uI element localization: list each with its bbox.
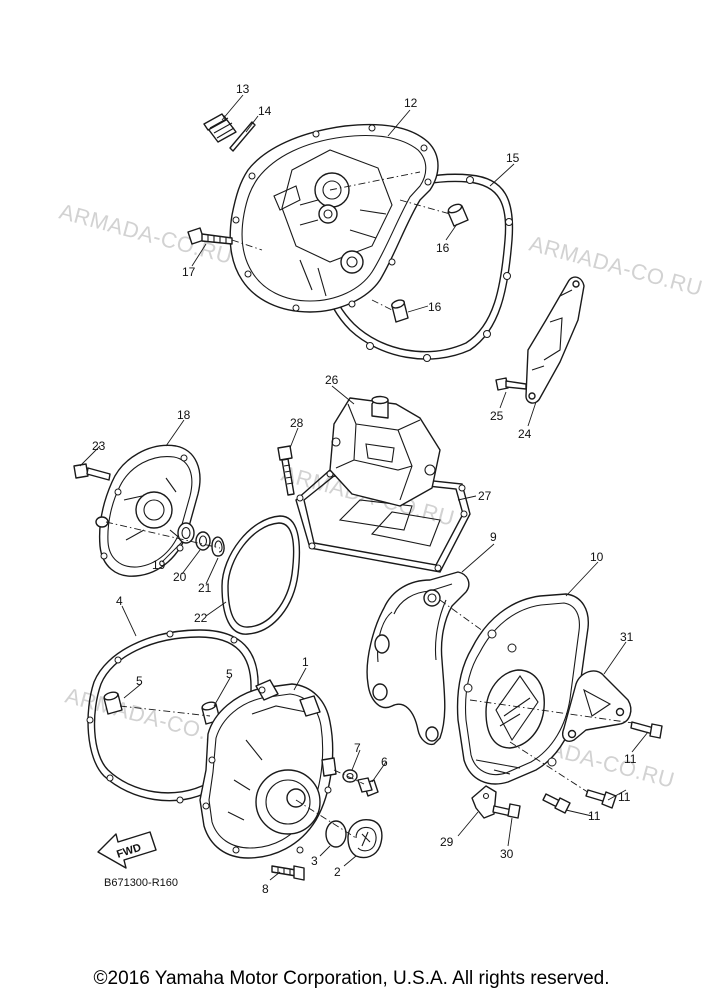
watermark: ARMADA-CO.RU xyxy=(57,199,236,269)
shift-guide-9[interactable] xyxy=(366,571,470,746)
callout-10: 10 xyxy=(590,550,604,564)
callout-16-upper: 16 xyxy=(436,241,450,255)
callout-25: 25 xyxy=(490,409,504,423)
callout-17: 17 xyxy=(182,265,196,279)
callout-14: 14 xyxy=(258,104,272,118)
callout-23: 23 xyxy=(92,439,106,453)
callout-numbers: 13 14 12 15 16 16 17 24 25 26 28 27 18 2… xyxy=(92,82,637,896)
o-ring-14[interactable] xyxy=(229,121,256,152)
bolt-11-lower[interactable] xyxy=(542,793,571,814)
callout-26: 26 xyxy=(325,373,339,387)
callout-30: 30 xyxy=(500,847,514,861)
bolt-8[interactable] xyxy=(271,865,305,881)
callout-28: 28 xyxy=(290,416,304,430)
callout-8: 8 xyxy=(262,882,269,896)
bolt-25[interactable] xyxy=(495,377,527,391)
callout-1: 1 xyxy=(302,655,309,669)
callout-7: 7 xyxy=(354,741,361,755)
callout-2: 2 xyxy=(334,865,341,879)
callout-6: 6 xyxy=(381,755,388,769)
callout-18: 18 xyxy=(177,408,191,422)
bolt-6[interactable] xyxy=(357,777,379,797)
callout-29: 29 xyxy=(440,835,454,849)
callout-31: 31 xyxy=(620,630,634,644)
bolt-17[interactable] xyxy=(187,227,233,245)
watermark: ARMADA-CO.RU xyxy=(527,231,703,301)
callout-24: 24 xyxy=(518,427,532,441)
callout-16-lower: 16 xyxy=(428,300,442,314)
gasket-22[interactable] xyxy=(221,515,301,635)
bolt-11-upper[interactable] xyxy=(630,721,663,739)
circlip-21[interactable] xyxy=(211,536,225,557)
bolt-23[interactable] xyxy=(73,463,111,481)
callout-4: 4 xyxy=(116,594,123,608)
callout-11-lower: 11 xyxy=(588,809,601,823)
bracket-31[interactable] xyxy=(562,670,632,742)
callout-13: 13 xyxy=(236,82,250,96)
callout-11-middle: 11 xyxy=(618,790,631,804)
callout-27: 27 xyxy=(478,489,492,503)
callout-20: 20 xyxy=(173,570,187,584)
callout-5-left: 5 xyxy=(136,674,143,688)
bolt-30[interactable] xyxy=(492,803,521,819)
dowel-pin-5-left[interactable] xyxy=(103,691,123,715)
oil-filler-plug-13[interactable] xyxy=(203,113,237,143)
bolt-28[interactable] xyxy=(277,445,295,496)
callout-21: 21 xyxy=(198,581,212,595)
generator-cover-1[interactable] xyxy=(199,679,337,859)
o-ring-3[interactable] xyxy=(325,820,347,848)
plug-2[interactable] xyxy=(347,819,383,859)
drawing-code: B671300-R160 xyxy=(104,877,178,889)
callout-15: 15 xyxy=(506,151,520,165)
callout-22: 22 xyxy=(194,611,208,625)
callout-5-right: 5 xyxy=(226,667,233,681)
washer-20[interactable] xyxy=(195,531,211,551)
forward-direction-arrow: FWD xyxy=(97,831,157,869)
bolt-11-middle[interactable] xyxy=(585,789,617,809)
washer-7[interactable] xyxy=(342,769,358,783)
copyright-notice: ©2016 Yamaha Motor Corporation, U.S.A. A… xyxy=(93,968,610,989)
oil-seal-19[interactable] xyxy=(177,522,195,544)
callout-3: 3 xyxy=(311,854,318,868)
pump-cover-18[interactable] xyxy=(95,444,201,577)
callout-19: 19 xyxy=(152,558,166,572)
clutch-cover-12[interactable] xyxy=(229,123,439,313)
callout-9: 9 xyxy=(490,530,497,544)
leader-lines xyxy=(79,94,649,881)
dowel-pin-16-lower[interactable] xyxy=(391,299,409,323)
callout-12: 12 xyxy=(404,96,418,110)
callout-11-upper: 11 xyxy=(624,752,637,766)
dowel-pin-16-upper[interactable] xyxy=(447,203,469,227)
bracket-29[interactable] xyxy=(471,785,497,819)
cover-26[interactable] xyxy=(329,395,441,507)
cover-24[interactable] xyxy=(525,276,585,404)
